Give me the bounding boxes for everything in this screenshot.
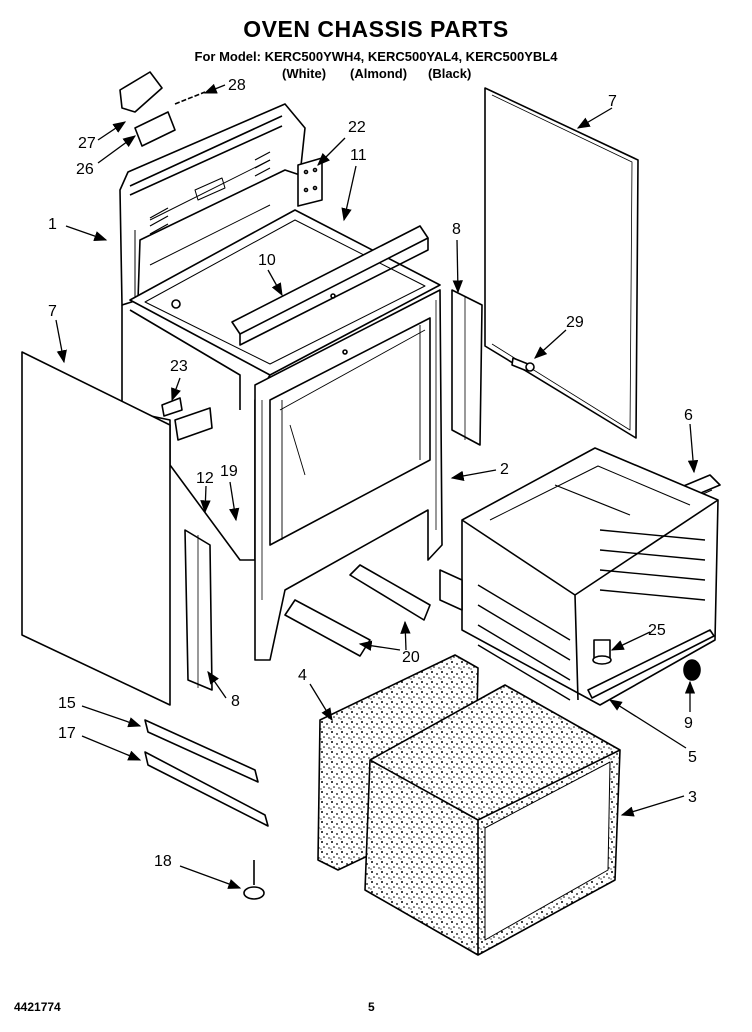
callout-7-left: 7 bbox=[48, 303, 57, 320]
callout-22: 22 bbox=[348, 119, 366, 136]
callout-6: 6 bbox=[684, 407, 693, 424]
rear-frame bbox=[119, 103, 306, 306]
callout-7-right: 7 bbox=[608, 93, 617, 110]
callout-4: 4 bbox=[298, 667, 307, 684]
side-panel-right bbox=[484, 87, 639, 439]
callout-20: 20 bbox=[402, 649, 420, 666]
callout-10: 10 bbox=[258, 252, 276, 269]
bake-element bbox=[587, 629, 715, 699]
oven-cavity bbox=[461, 447, 719, 706]
callout-5: 5 bbox=[688, 749, 697, 766]
callout-17: 17 bbox=[58, 725, 76, 742]
callout-23: 23 bbox=[170, 358, 188, 375]
callout-3: 3 bbox=[688, 789, 697, 806]
callout-19: 19 bbox=[220, 463, 238, 480]
leveling-leg bbox=[243, 860, 265, 900]
callout-26: 26 bbox=[76, 161, 94, 178]
callout-25: 25 bbox=[648, 622, 666, 639]
callout-18: 18 bbox=[154, 853, 172, 870]
color-almond: (Almond) bbox=[350, 66, 408, 81]
callout-28: 28 bbox=[228, 77, 246, 94]
callout-8-left: 8 bbox=[231, 693, 240, 710]
side-panel-left bbox=[21, 351, 171, 706]
chassis-top bbox=[129, 209, 441, 376]
color-white: (White) bbox=[282, 66, 327, 81]
callout-8-right: 8 bbox=[452, 221, 461, 238]
document-number: 4421774 bbox=[14, 1000, 61, 1014]
callout-12: 12 bbox=[196, 470, 214, 487]
page-title: OVEN CHASSIS PARTS bbox=[243, 16, 509, 42]
callout-1: 1 bbox=[48, 216, 57, 233]
callout-29: 29 bbox=[566, 314, 584, 331]
callout-15: 15 bbox=[58, 695, 76, 712]
page-number: 5 bbox=[368, 1000, 375, 1014]
callout-9: 9 bbox=[684, 715, 693, 732]
callout-2: 2 bbox=[500, 461, 509, 478]
model-list: For Model: KERC500YWH4, KERC500YAL4, KER… bbox=[194, 49, 558, 64]
callout-11: 11 bbox=[350, 147, 367, 164]
rail-right bbox=[451, 289, 483, 446]
slide-rail-b bbox=[144, 751, 269, 827]
rail-left bbox=[184, 529, 213, 691]
bracket-a bbox=[349, 564, 431, 621]
screw bbox=[511, 357, 535, 372]
bracket-b bbox=[284, 599, 371, 657]
slide-rail-a bbox=[144, 719, 259, 783]
color-black: (Black) bbox=[428, 66, 472, 81]
callout-27: 27 bbox=[78, 135, 96, 152]
